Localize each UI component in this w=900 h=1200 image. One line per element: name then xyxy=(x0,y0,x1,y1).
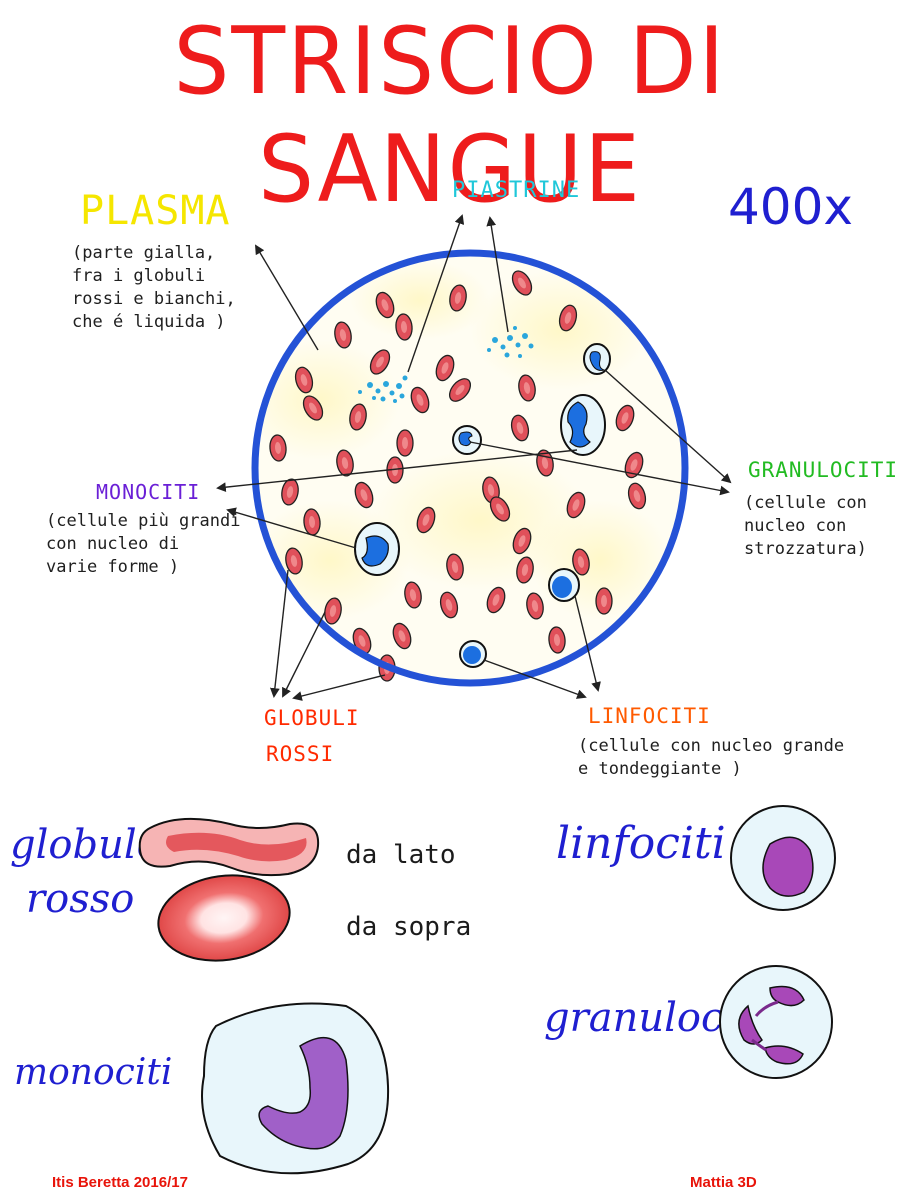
red-blood-cell-center xyxy=(329,605,337,617)
red-blood-cell-center xyxy=(400,321,408,333)
globuli-rossi-arrow-3 xyxy=(292,674,386,701)
red-blood-cell-center xyxy=(441,362,449,374)
red-blood-cell-center xyxy=(445,599,453,611)
lymphocyte-detail xyxy=(730,805,836,911)
platelet-cluster-left xyxy=(358,375,408,403)
red-blood-cell-center xyxy=(290,555,298,567)
red-blood-cell-center xyxy=(633,490,641,502)
field-outline xyxy=(251,249,689,687)
red-blood-cell-center xyxy=(354,411,362,423)
monociti-detail-caption: monociti xyxy=(14,1052,173,1093)
red-blood-cell-center xyxy=(492,594,500,606)
red-blood-cell-center xyxy=(516,422,524,434)
globulo-rosso-caption-line2: rosso xyxy=(26,876,135,922)
red-blood-cell-center xyxy=(496,503,504,515)
linfociti-detail-caption: linfociti xyxy=(556,818,726,869)
red-blood-cell-center xyxy=(518,277,526,289)
red-blood-cell-center xyxy=(572,499,580,511)
red-blood-cell-center xyxy=(523,382,531,394)
rbc-side-view xyxy=(138,817,320,877)
red-blood-cell-center xyxy=(487,484,495,496)
platelet-cluster-right xyxy=(487,326,534,358)
red-blood-cell-center xyxy=(300,374,308,386)
red-blood-cell-center xyxy=(381,299,389,311)
monociti-note: (cellule più grandi con nucleo di varie … xyxy=(46,511,241,577)
red-blood-cell-center xyxy=(521,564,529,576)
red-blood-cell-center xyxy=(286,486,294,498)
red-blood-cell-center xyxy=(564,312,572,324)
page-title: STRISCIO DI SANGUE xyxy=(173,6,727,224)
piastrine-label: PIASTRINE xyxy=(452,178,581,203)
granulociti-arrow-1 xyxy=(604,369,732,484)
monociti-label: MONOCITI xyxy=(96,480,201,504)
red-blood-cell-center xyxy=(630,459,638,471)
plasma-label: PLASMA xyxy=(80,188,231,234)
red-blood-cell-center xyxy=(341,457,349,469)
red-blood-cell-center xyxy=(531,600,539,612)
red-blood-cell-center xyxy=(455,385,465,395)
linfociti-arrow-2 xyxy=(483,659,587,699)
globuli-rossi-arrow-1 xyxy=(269,569,289,698)
red-blood-cell-center xyxy=(541,457,549,469)
piastrine-arrow-2 xyxy=(486,216,509,333)
granulocyte-cell-1 xyxy=(560,394,606,456)
red-blood-cell-center xyxy=(451,561,459,573)
plasma-note: (parte gialla, fra i globuli rossi e bia… xyxy=(72,243,236,332)
red-blood-cell-center xyxy=(309,402,317,414)
linfociti-note: (cellule con nucleo grande e tondeggiant… xyxy=(578,736,845,779)
red-blood-cell-center xyxy=(601,595,607,607)
monociti-arrow-2 xyxy=(226,507,357,549)
microscope-field xyxy=(251,249,689,687)
side-view-caption: da lato xyxy=(346,840,456,870)
red-blood-cell-center xyxy=(274,442,282,454)
granulociti-label: GRANULOCITI xyxy=(748,458,899,482)
top-view-caption: da sopra xyxy=(346,912,472,942)
granulocyte-cell-2 xyxy=(583,343,611,375)
red-blood-cell-center xyxy=(308,516,316,528)
red-blood-cell-center xyxy=(577,556,585,568)
globuli-rossi-label-line2: ROSSI xyxy=(266,742,335,766)
red-blood-cell-center xyxy=(454,292,462,304)
piastrine-arrow-1 xyxy=(407,214,465,373)
granulocyte-detail xyxy=(719,965,833,1079)
red-blood-cell-center xyxy=(422,514,430,526)
red-blood-cell-center xyxy=(339,329,347,341)
monociti-arrow-1 xyxy=(216,449,578,493)
linfociti-arrow-1 xyxy=(574,595,601,692)
red-blood-cell-center xyxy=(358,635,366,647)
rbc-top-view xyxy=(157,874,291,962)
magnification-label: 400x xyxy=(728,178,854,236)
red-blood-cell-center xyxy=(553,634,561,646)
lymphocyte-cell-2 xyxy=(459,640,487,668)
footer-author: Mattia 3D xyxy=(690,1174,757,1191)
pointer-arrows xyxy=(216,214,732,701)
monocyte-detail xyxy=(201,1002,390,1175)
globuli-rossi-arrow-2 xyxy=(282,611,326,698)
globulo-rosso-caption-line1: globulo xyxy=(10,822,161,868)
granulocyte-cell-3 xyxy=(452,425,482,455)
red-blood-cell-center xyxy=(392,464,398,476)
monocyte-cell xyxy=(354,522,400,576)
red-blood-cells xyxy=(269,270,647,682)
globuli-rossi-label-line1: GLOBULI xyxy=(264,706,360,730)
red-blood-cell-center xyxy=(621,412,629,424)
linfociti-label: LINFOCITI xyxy=(588,704,711,728)
granulociti-arrow-2 xyxy=(469,441,730,496)
red-blood-cell-center xyxy=(416,394,424,406)
lymphocyte-cell-1 xyxy=(548,568,580,602)
footer-school: Itis Beretta 2016/17 xyxy=(52,1174,188,1191)
red-blood-cell-center xyxy=(409,589,417,601)
red-blood-cell-center xyxy=(360,489,368,501)
red-blood-cell-center xyxy=(402,437,408,449)
red-blood-cell-center xyxy=(518,535,526,547)
red-blood-cell-center xyxy=(398,630,406,642)
granulociti-note: (cellule con nucleo con strozzatura) xyxy=(744,493,867,559)
red-blood-cell-center xyxy=(376,356,384,368)
plasma-arrow xyxy=(254,244,319,351)
